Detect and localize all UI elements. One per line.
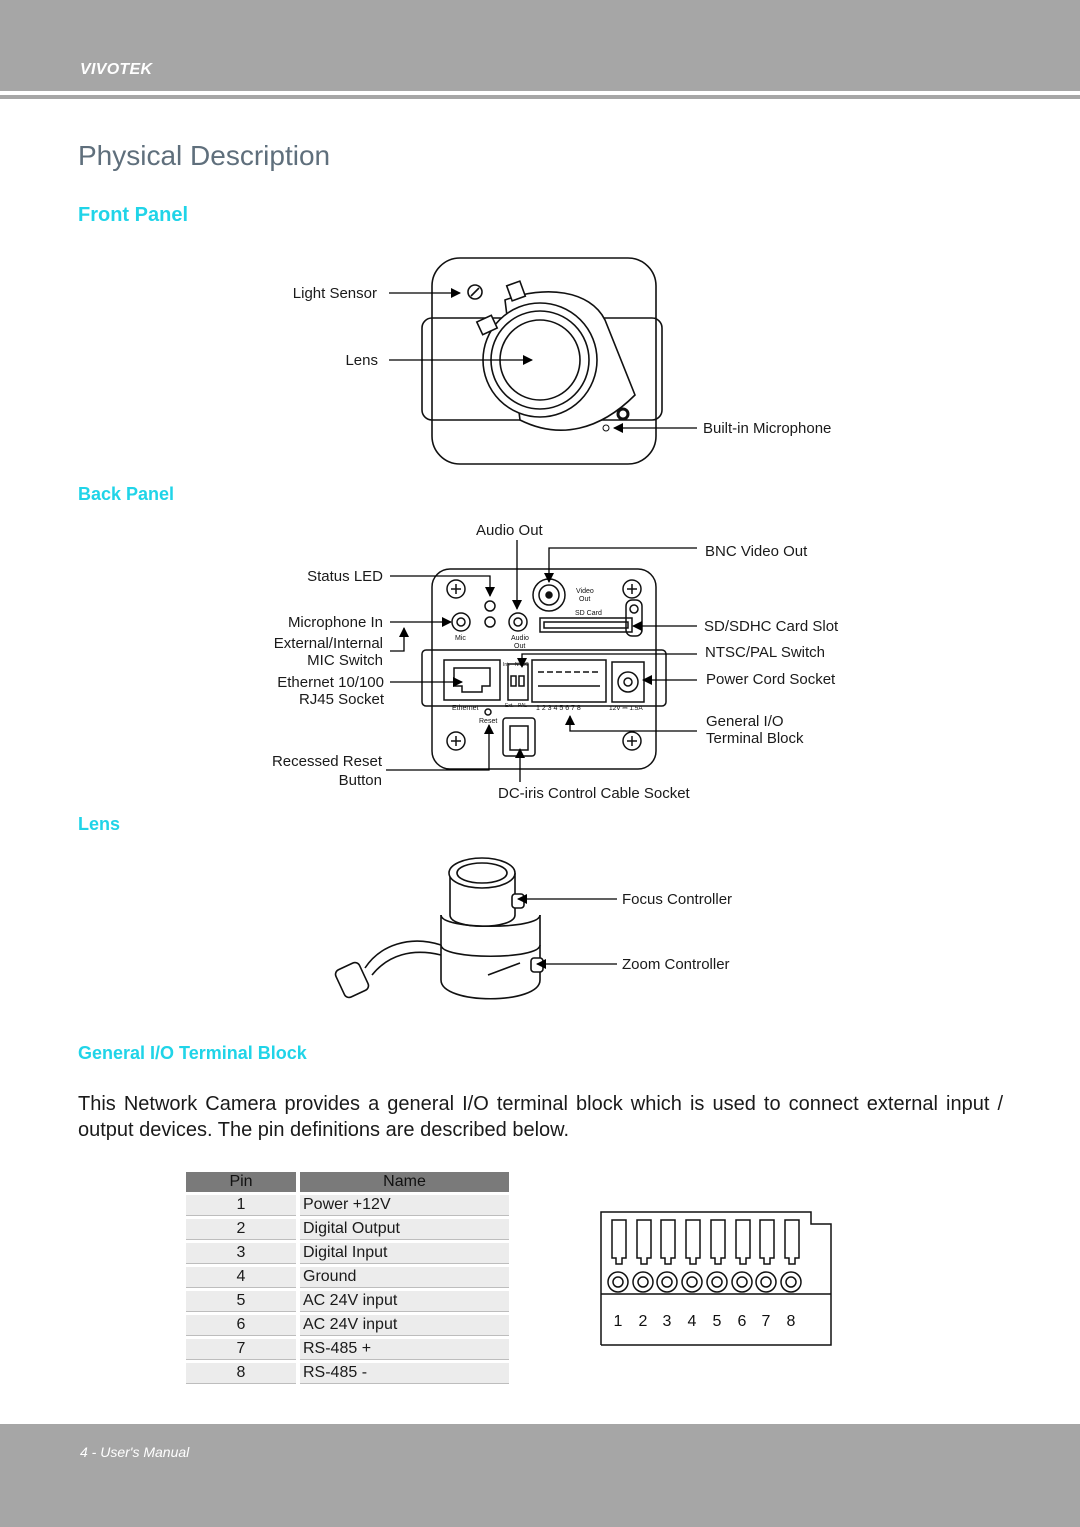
front-panel-heading: Front Panel — [78, 204, 189, 226]
pin-cell: 8 — [186, 1363, 296, 1384]
page-header-bar — [0, 0, 1080, 91]
print-video: Video — [576, 588, 594, 595]
print-pal: PAL — [518, 703, 527, 709]
page-footer-bar — [0, 1424, 1080, 1527]
label-light-sensor: Light Sensor — [292, 285, 377, 302]
back-panel-heading: Back Panel — [78, 484, 175, 504]
back-callout-lines — [386, 540, 697, 782]
print-out: Out — [579, 596, 590, 603]
label-ntsc-pal-switch: NTSC/PAL Switch — [705, 644, 826, 661]
label-status-led: Status LED — [307, 568, 383, 585]
terminal-pin-8 — [780, 1219, 802, 1293]
pin-cell: 2 — [186, 1219, 296, 1240]
name-cell: RS-485 + — [300, 1339, 509, 1360]
terminal-block-illustration — [600, 1211, 832, 1346]
terminal-pin-6 — [731, 1219, 753, 1293]
label-dc-iris-socket: DC-iris Control Cable Socket — [498, 785, 690, 802]
label-general-io: General I/O Terminal Block — [706, 713, 804, 747]
name-cell: Ground — [300, 1267, 509, 1288]
label-focus-controller: Focus Controller — [622, 891, 733, 908]
pin-cell: 1 — [186, 1195, 296, 1216]
terminal-pin-5 — [706, 1219, 728, 1293]
back-panel-print: Video Out SD Card Mic Audio Out Int. NTS… — [452, 588, 643, 725]
header-rule — [0, 95, 1080, 99]
pin-number-5: 5 — [713, 1313, 722, 1330]
print-audio-out: Out — [514, 643, 525, 650]
pin-number-3: 3 — [663, 1313, 672, 1330]
label-ethernet: Ethernet 10/100 RJ45 Socket — [277, 674, 384, 708]
name-cell: Digital Output — [300, 1219, 509, 1240]
column-header-name: Name — [300, 1172, 509, 1192]
terminal-pin-4 — [681, 1219, 703, 1293]
label-lens: Lens — [345, 352, 378, 369]
pin-number-2: 2 — [639, 1313, 648, 1330]
label-microphone-in: Microphone In — [287, 614, 383, 631]
print-mic: Mic — [455, 635, 466, 642]
terminal-pin-2 — [632, 1219, 654, 1293]
general-io-paragraph: This Network Camera provides a general I… — [78, 1093, 1003, 1141]
label-builtin-microphone: Built-in Microphone — [703, 420, 832, 437]
pin-number-4: 4 — [688, 1313, 697, 1330]
pin-cell: 5 — [186, 1291, 296, 1312]
pin-cell: 6 — [186, 1315, 296, 1336]
name-cell: AC 24V input — [300, 1291, 509, 1312]
pin-number-7: 7 — [762, 1313, 771, 1330]
lens-heading: Lens — [78, 814, 121, 834]
name-cell: AC 24V input — [300, 1315, 509, 1336]
page-title: Physical Description — [78, 140, 331, 171]
print-audio: Audio — [511, 635, 529, 642]
name-cell: RS-485 - — [300, 1363, 509, 1384]
name-cell: Power +12V — [300, 1195, 509, 1216]
terminal-pin-numbers: 1 2 3 4 5 6 7 8 — [614, 1313, 796, 1330]
print-int: Int. — [503, 662, 510, 668]
print-power: 12V ⎓ 1.5A — [609, 705, 643, 712]
pin-cell: 3 — [186, 1243, 296, 1264]
front-callout-lines — [389, 288, 697, 433]
label-mic-switch: External/Internal MIC Switch — [273, 635, 383, 669]
general-io-heading: General I/O Terminal Block — [78, 1043, 307, 1063]
back-panel-illustration — [421, 568, 667, 770]
print-sd-card: SD Card — [575, 610, 602, 617]
print-reset: Reset — [479, 718, 497, 725]
pin-number-1: 1 — [614, 1313, 623, 1330]
print-ext: Ext. — [505, 703, 514, 709]
pin-cell: 7 — [186, 1339, 296, 1360]
label-power-cord-socket: Power Cord Socket — [706, 671, 836, 688]
label-bnc-video-out: BNC Video Out — [705, 543, 808, 560]
front-camera-illustration — [421, 257, 663, 465]
terminal-pin-3 — [656, 1219, 678, 1293]
name-cell: Digital Input — [300, 1243, 509, 1264]
print-ethernet: Ethernet — [452, 705, 479, 712]
lens-illustration — [334, 857, 544, 1000]
label-sd-card-slot: SD/SDHC Card Slot — [704, 618, 839, 635]
table-header-row: Pin Name — [186, 1172, 509, 1192]
label-zoom-controller: Zoom Controller — [622, 956, 730, 973]
label-reset-button: Recessed Reset Button — [271, 753, 382, 789]
pin-number-6: 6 — [738, 1313, 747, 1330]
footer-page-label: 4 - User's Manual — [80, 1444, 190, 1460]
column-header-pin: Pin — [186, 1172, 296, 1192]
terminal-pin-1 — [607, 1219, 629, 1293]
pin-cell: 4 — [186, 1267, 296, 1288]
print-pins: 1 2 3 4 5 6 7 8 — [536, 705, 581, 712]
brand-logo: VIVOTEK — [80, 61, 153, 78]
label-audio-out: Audio Out — [476, 522, 543, 539]
terminal-pin-7 — [755, 1219, 777, 1293]
pin-number-8: 8 — [787, 1313, 796, 1330]
lens-callout-lines — [517, 894, 617, 969]
